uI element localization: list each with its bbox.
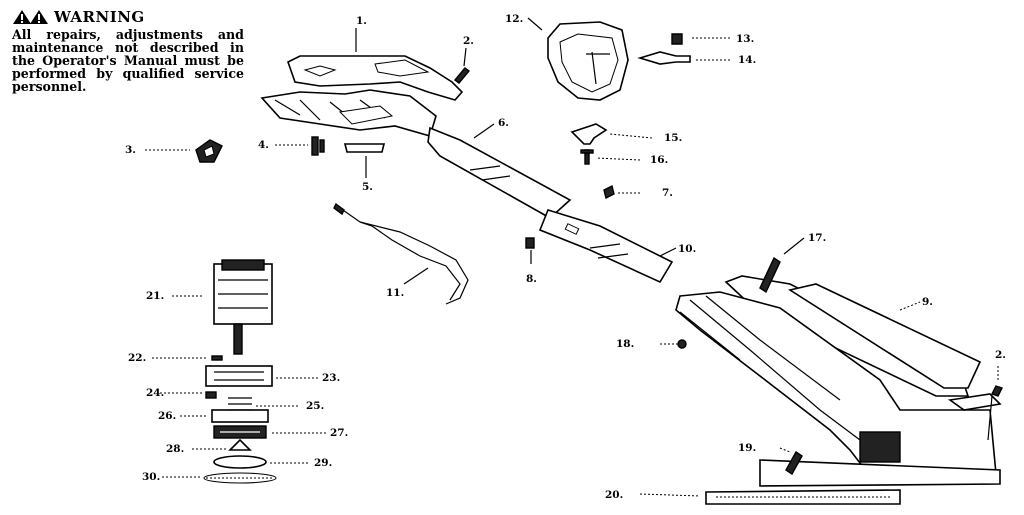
part-26-spool (211, 409, 269, 423)
callout-13: 13. (736, 33, 754, 45)
callout-24: 24. (146, 387, 164, 399)
callout-8: 8. (526, 273, 537, 285)
callout-14: 14. (738, 54, 756, 66)
callout-6: 6. (498, 117, 509, 129)
part-10-lower-shaft (538, 209, 674, 284)
part-25-spring (228, 397, 252, 417)
part-28-eyelet (228, 438, 252, 451)
warning-triangle-icon (13, 10, 48, 24)
callout-3: 3. (125, 144, 136, 156)
callout-4: 4. (258, 139, 269, 151)
callout-16: 16. (650, 154, 668, 166)
callout-25: 25. (306, 400, 324, 412)
callout-21: 21. (146, 290, 164, 302)
part-4-bushing (311, 136, 325, 156)
callout-9: 9. (922, 296, 933, 308)
callout-19: 19. (738, 442, 756, 454)
callout-29: 29. (314, 457, 332, 469)
callout-27: 27. (330, 427, 348, 439)
warning-text: All repairs, adjustments and maintenance… (12, 27, 244, 94)
part-21-motor (213, 259, 273, 355)
warning-heading-row: WARNING (12, 8, 244, 26)
part-16-screw (580, 149, 594, 165)
part-6-upper-shaft (427, 126, 572, 219)
part-22-key (211, 355, 223, 361)
leader-lines (145, 17, 999, 497)
part-29-cap (213, 455, 267, 469)
part-2-screw-lower (987, 385, 1003, 441)
warning-heading: WARNING (54, 8, 145, 26)
part-8-nut (525, 237, 535, 249)
part-13-bolt (671, 33, 683, 45)
warning-block: WARNING All repairs, adjustments and mai… (12, 8, 244, 93)
part-2-screw-upper (453, 67, 471, 84)
callout-30: 30. (142, 471, 160, 483)
part-5-clip (343, 143, 386, 153)
callout-23: 23. (322, 372, 340, 384)
part-15-knob (570, 123, 608, 145)
callout-1: 1. (356, 15, 367, 27)
part-17-screw (759, 256, 781, 294)
part-7-screw (603, 184, 615, 200)
part-23-fan-housing (205, 365, 273, 387)
callout-26: 26. (158, 410, 176, 422)
part-3-switch (195, 139, 223, 163)
part-1-handle-housing (260, 55, 464, 137)
part-27-spool-line (213, 425, 267, 439)
callout-20: 20. (605, 489, 623, 501)
part-30-retainer (203, 472, 277, 484)
callout-labels: 1. 2. 2. 3. 4. 5. 6. 7. 8. 9. 10. 11. 12… (125, 13, 1006, 501)
callout-2-lower: 2. (995, 349, 1006, 361)
callout-10: 10. (678, 243, 696, 255)
part-11-cord (333, 202, 469, 305)
part-9-guard-assembly (675, 275, 1002, 487)
callout-15: 15. (664, 132, 682, 144)
callout-2-upper: 2. (463, 35, 474, 47)
callout-5: 5. (362, 181, 373, 193)
part-12-auxiliary-handle (547, 21, 629, 101)
callout-7: 7. (662, 187, 673, 199)
callout-17: 17. (808, 232, 826, 244)
part-24-washer (205, 391, 217, 399)
callout-28: 28. (166, 443, 184, 455)
part-19-screw (785, 450, 803, 476)
callout-22: 22. (128, 352, 146, 364)
part-18-nut (677, 339, 687, 349)
callout-12: 12. (505, 13, 523, 25)
part-14-knob (637, 51, 691, 65)
callout-18: 18. (616, 338, 634, 350)
part-20-trim-bar (705, 489, 901, 505)
callout-11: 11. (386, 287, 404, 299)
